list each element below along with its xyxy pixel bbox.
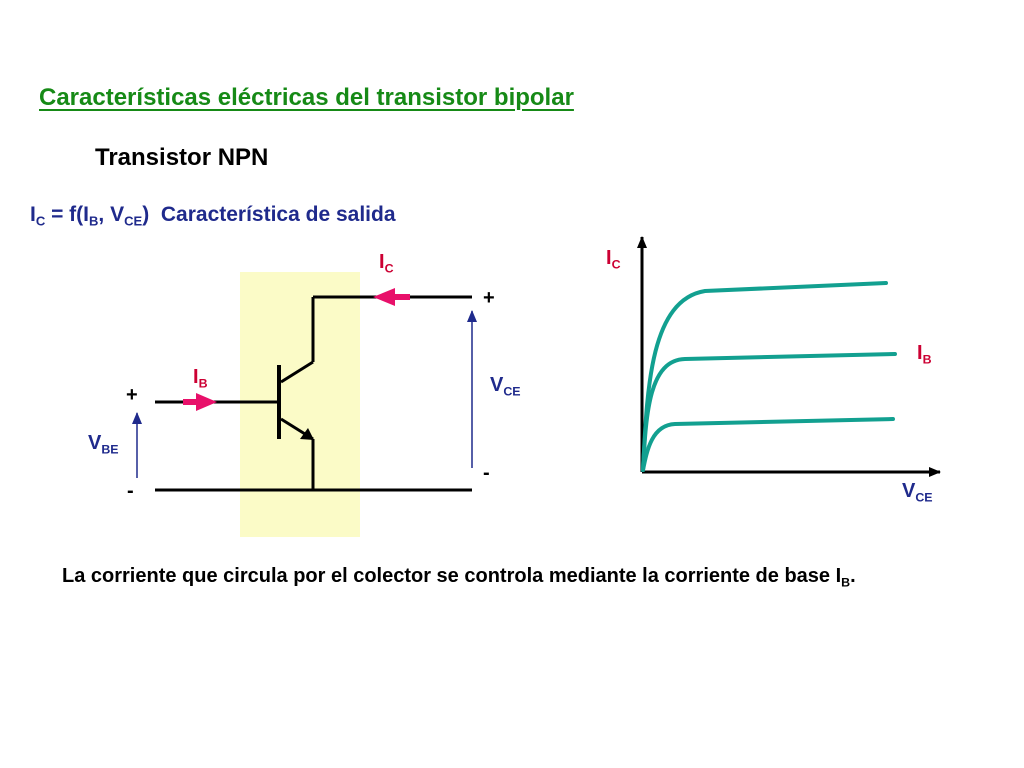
collector-diagonal <box>280 360 314 384</box>
characteristic-curves <box>641 281 897 472</box>
curve-low-ib <box>641 417 895 472</box>
graph-ib-parameter-label: IB <box>917 342 932 367</box>
curve-high-ib <box>641 281 888 472</box>
ib-current-arrow <box>183 393 217 411</box>
transistor-highlight <box>240 272 360 537</box>
vbe-plus-sign: + <box>126 384 138 406</box>
formula-description: Característica de salida <box>160 203 396 226</box>
ic-label: IC <box>379 251 394 276</box>
vce-minus-sign: - <box>483 462 490 484</box>
emitter-arrowhead <box>300 428 314 440</box>
formula-ic: I <box>30 203 36 226</box>
curve-mid-ib <box>641 352 897 472</box>
formula-sep: , V <box>98 203 125 226</box>
vbe-label: VBE <box>88 432 119 457</box>
formula-vce-sub: CE <box>124 213 143 229</box>
output-characteristic-formula: IC = f(IB, VCE) Característica de salida <box>30 203 396 229</box>
vce-label: VCE <box>490 374 521 399</box>
vbe-minus-sign: - <box>127 480 134 502</box>
formula-close: ) <box>142 203 150 226</box>
formula-eq: = f(I <box>45 203 90 226</box>
graph-x-axis-label: VCE <box>902 480 933 505</box>
vce-plus-sign: + <box>483 287 495 309</box>
ib-label: IB <box>193 366 208 391</box>
subtitle: Transistor NPN <box>95 144 269 171</box>
graph-y-axis-label: IC <box>606 247 621 272</box>
formula-ib-sub: B <box>89 213 99 229</box>
caption: La corriente que circula por el colector… <box>62 565 856 590</box>
page-title: Características eléctricas del transisto… <box>39 84 574 111</box>
formula-ic-sub: C <box>35 213 46 229</box>
ic-current-arrow <box>373 288 410 306</box>
